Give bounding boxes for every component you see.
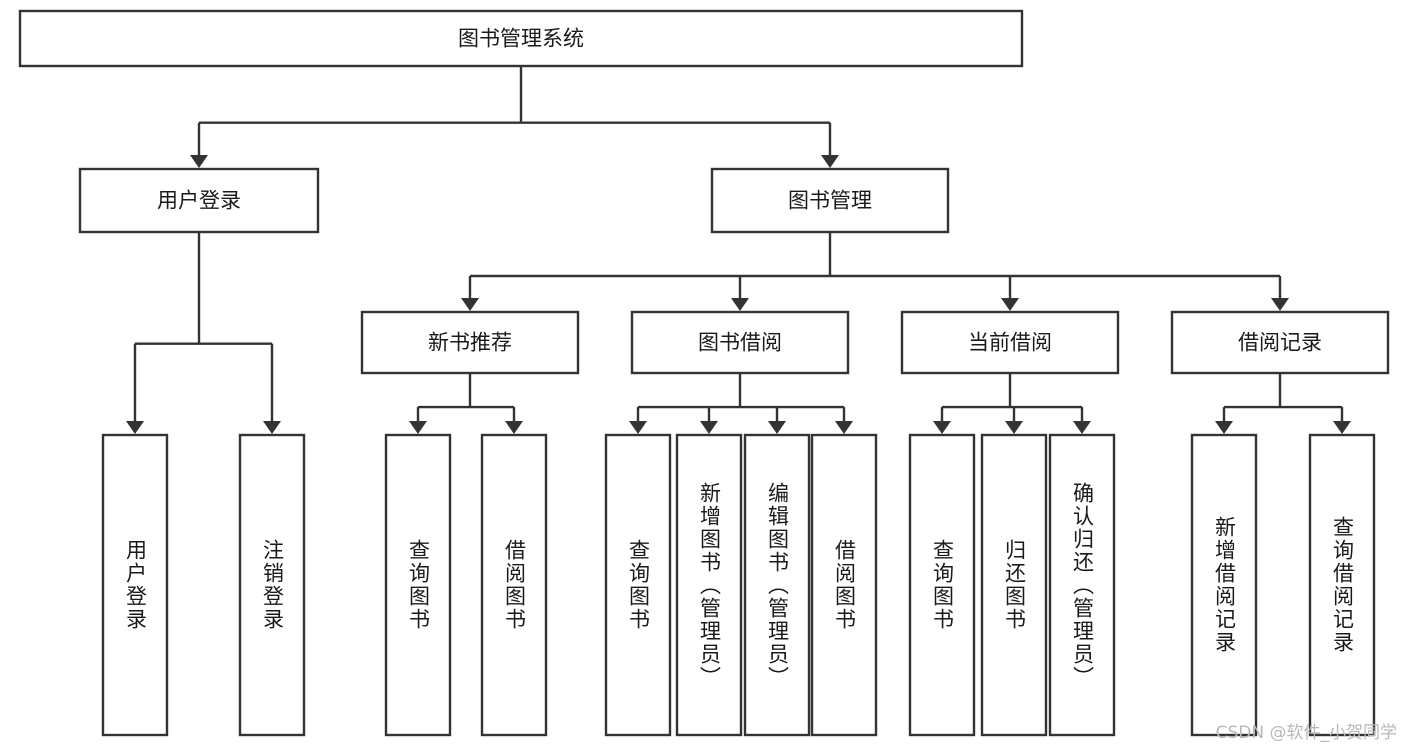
node-box-root[interactable] [18, 9, 1024, 68]
node-box-leaf-edit-book[interactable] [743, 433, 811, 737]
node-box-borrow-record[interactable] [1170, 310, 1390, 375]
node-leaf-confirm-return[interactable] [1048, 433, 1116, 737]
node-box-new-book-rec[interactable] [360, 310, 580, 375]
node-label-user-login: 用户登录 [157, 189, 241, 213]
node-box-leaf-confirm-return[interactable] [1048, 433, 1116, 737]
node-box-book-borrow[interactable] [630, 310, 850, 375]
node-leaf-borrow-book-2[interactable] [810, 433, 878, 737]
node-box-leaf-add-book[interactable] [675, 433, 743, 737]
node-box-user-login[interactable] [78, 167, 320, 234]
edge-group-- [629, 373, 853, 434]
node-box-leaf-query-record[interactable] [1308, 433, 1376, 737]
node-box-leaf-borrow-book-2[interactable] [810, 433, 878, 737]
node-book-manage[interactable]: 图书管理 [710, 167, 950, 234]
node-leaf-query-book-3[interactable] [908, 433, 976, 737]
node-new-book-rec[interactable]: 新书推荐 [360, 310, 580, 375]
node-box-leaf-borrow-book-1[interactable] [480, 433, 548, 737]
edge-group-- [409, 373, 523, 434]
node-user-login[interactable]: 用户登录 [78, 167, 320, 234]
node-current-borrow[interactable]: 当前借阅 [900, 310, 1120, 375]
node-borrow-record[interactable]: 借阅记录 [1170, 310, 1390, 375]
edge-group-- [1215, 373, 1351, 434]
node-label-current-borrow: 当前借阅 [968, 331, 1052, 355]
node-label-book-borrow: 图书借阅 [698, 331, 782, 355]
node-label-root: 图书管理系统 [458, 27, 584, 51]
node-leaf-return-book[interactable] [980, 433, 1048, 737]
node-box-book-manage[interactable] [710, 167, 950, 234]
node-leaf-query-book-2[interactable] [604, 433, 672, 737]
node-label-borrow-record: 借阅记录 [1238, 331, 1322, 355]
node-box-leaf-query-book-2[interactable] [604, 433, 672, 737]
edges-layer [126, 66, 1351, 434]
node-leaf-add-book[interactable] [675, 433, 743, 737]
node-leaf-borrow-book-1[interactable] [480, 433, 548, 737]
edge-group-- [190, 66, 839, 168]
node-box-leaf-add-record[interactable] [1190, 433, 1258, 737]
edge-group-- [461, 232, 1289, 311]
node-leaf-query-record[interactable] [1308, 433, 1376, 737]
node-leaf-user-logout[interactable] [238, 433, 306, 737]
node-root[interactable]: 图书管理系统 [18, 9, 1024, 68]
node-label-book-manage: 图书管理 [788, 189, 872, 213]
node-leaf-add-record[interactable] [1190, 433, 1258, 737]
node-box-leaf-user-logout[interactable] [238, 433, 306, 737]
node-box-leaf-user-login[interactable] [101, 433, 169, 737]
node-leaf-user-login[interactable] [101, 433, 169, 737]
node-leaf-edit-book[interactable] [743, 433, 811, 737]
edge-group-- [933, 373, 1091, 434]
node-box-leaf-query-book-3[interactable] [908, 433, 976, 737]
node-box-current-borrow[interactable] [900, 310, 1120, 375]
edge-group-- [126, 232, 281, 434]
node-leaf-query-book-1[interactable] [384, 433, 452, 737]
node-box-leaf-query-book-1[interactable] [384, 433, 452, 737]
node-box-leaf-return-book[interactable] [980, 433, 1048, 737]
watermark-text: CSDN @软件_小贺同学 [1215, 723, 1397, 743]
node-label-new-book-rec: 新书推荐 [428, 331, 512, 355]
node-book-borrow[interactable]: 图书借阅 [630, 310, 850, 375]
